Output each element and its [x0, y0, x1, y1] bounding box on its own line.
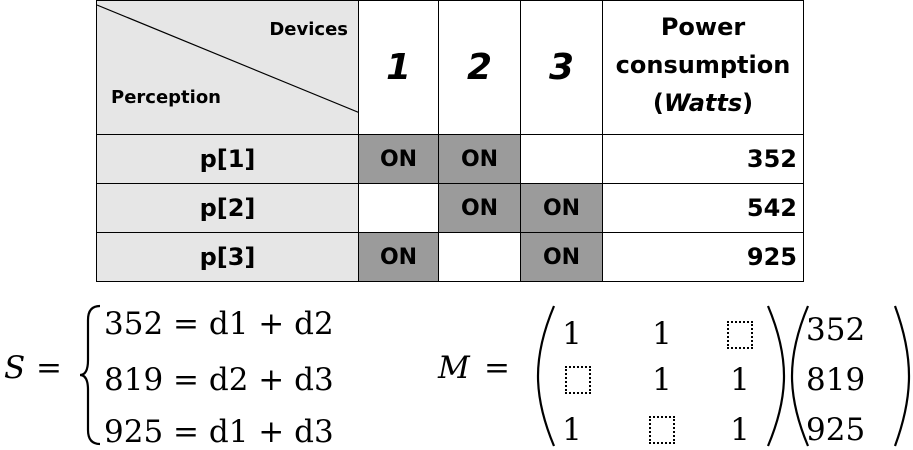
vector-entry: 352	[806, 312, 866, 348]
missing-entry-icon	[649, 416, 675, 444]
left-paren-icon	[790, 305, 810, 447]
matrix-entry: 1	[562, 412, 582, 448]
left-paren-icon	[536, 305, 556, 447]
perception-table: Devices Perception 1 2 3 Power consumpti…	[96, 0, 804, 282]
corner-header-cell: Devices Perception	[96, 0, 360, 135]
right-paren-icon	[893, 305, 911, 447]
equation-line: 925 = d1 + d3	[104, 414, 334, 450]
device-header-3: 3	[520, 0, 603, 135]
matrix-entry: 1	[730, 362, 750, 398]
vector-entry: 925	[806, 412, 866, 448]
matrix-name: M	[438, 350, 470, 386]
state-cell	[438, 232, 521, 282]
power-value: 542	[602, 183, 804, 233]
right-paren-icon	[766, 305, 786, 447]
equation-line: 352 = d1 + d2	[104, 306, 334, 342]
device-header-1: 1	[358, 0, 439, 135]
device-header-2: 2	[438, 0, 521, 135]
power-value: 925	[602, 232, 804, 282]
state-cell	[520, 134, 603, 184]
row-label-p3: p[3]	[96, 232, 359, 282]
state-cell: ON	[438, 134, 521, 184]
state-cell	[358, 183, 439, 233]
power-consumption-header: Power consumption (Watts)	[602, 0, 804, 135]
system-name: S	[4, 350, 26, 386]
matrix-entry: 1	[562, 316, 582, 352]
matrix-equation: M = 1 1 1 1 1 1 352 819 925	[430, 300, 913, 448]
vector-entry: 819	[806, 362, 866, 398]
left-brace-icon	[79, 304, 101, 446]
perception-label: Perception	[111, 87, 221, 108]
state-cell: ON	[358, 232, 439, 282]
matrix-entry: 1	[652, 362, 672, 398]
diagonal-divider	[97, 4, 360, 114]
matrix-entry: 1	[730, 412, 750, 448]
matrix-entry: 1	[652, 316, 672, 352]
row-label-p1: p[1]	[96, 134, 359, 184]
equation-line: 819 = d2 + d3	[104, 362, 334, 398]
row-label-p2: p[2]	[96, 183, 359, 233]
state-cell: ON	[520, 232, 603, 282]
state-cell: ON	[520, 183, 603, 233]
missing-entry-icon	[565, 366, 591, 394]
system-equals: =	[36, 350, 62, 386]
state-cell: ON	[358, 134, 439, 184]
missing-entry-icon	[727, 321, 753, 349]
matrix-equals: =	[484, 350, 510, 386]
equation-system: S = 352 = d1 + d2 819 = d2 + d3 925 = d1…	[0, 300, 400, 450]
power-unit: Watts	[663, 88, 743, 117]
devices-label: Devices	[269, 19, 348, 40]
power-value: 352	[602, 134, 804, 184]
state-cell: ON	[438, 183, 521, 233]
